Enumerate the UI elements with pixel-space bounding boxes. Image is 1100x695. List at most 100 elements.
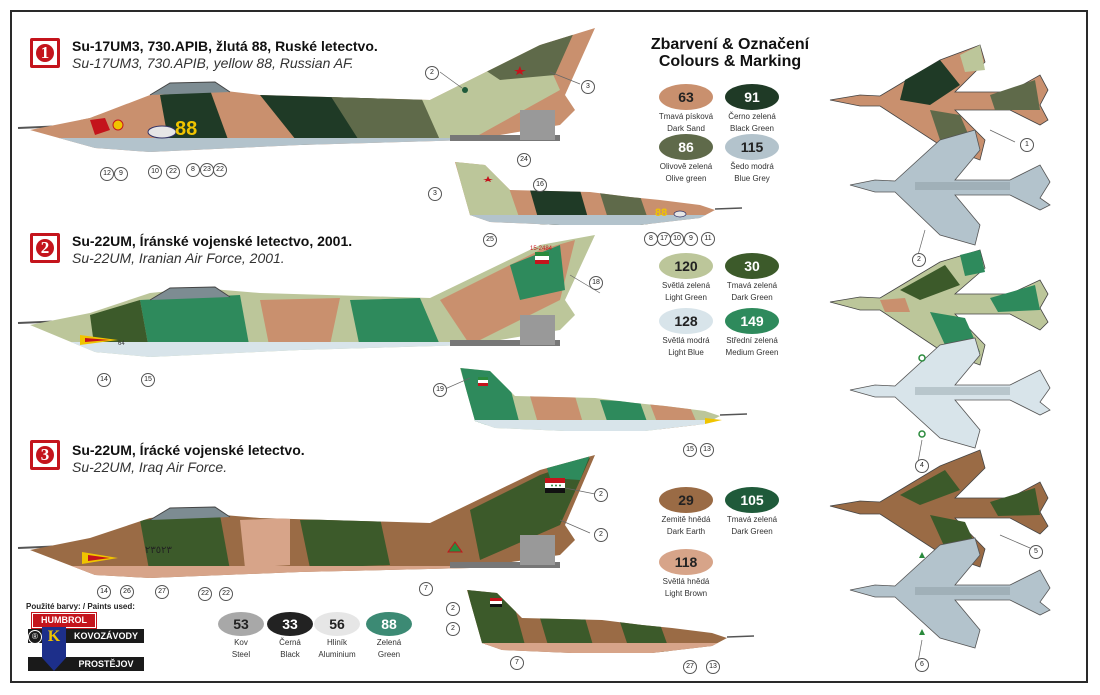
decal-callout: 10: [148, 165, 162, 179]
decal-callout: 4: [915, 459, 929, 473]
decal-callout: 19: [433, 383, 447, 397]
decal-callout: 14: [97, 585, 111, 599]
planform-2-bottom: [849, 337, 1051, 449]
paint-swatch: 105: [725, 487, 779, 513]
scheme3-subtitle: Su-22UM, Iraq Air Force.: [72, 459, 228, 475]
bottom-paint-chip: 88 Zelená Green: [354, 612, 424, 660]
scheme3-number: 3: [40, 445, 50, 464]
paint-swatch: 120: [659, 253, 713, 279]
decal-callout: 22: [219, 587, 233, 601]
scheme3-badge: 3: [30, 440, 60, 470]
paint-name-cz: Šedo modrá: [730, 162, 774, 171]
decal-callout: 1: [1020, 138, 1034, 152]
paints-used-label: Použité barvy: / Paints used:: [26, 602, 135, 611]
s2-tail-serial: 15-2484: [530, 246, 553, 252]
paint-name-en: Medium Green: [725, 348, 779, 357]
shield-k-letter: K: [47, 628, 61, 645]
paint-name-cz: Černá: [279, 638, 301, 647]
paint-swatch: 33: [267, 612, 313, 636]
paint-name-en: Green: [377, 650, 401, 659]
paint-swatch: 29: [659, 487, 713, 513]
decal-callout: 22: [198, 587, 212, 601]
page-frame: [10, 10, 1088, 683]
decal-callout: 3: [428, 187, 442, 201]
decal-callout: 9: [684, 232, 698, 246]
planform-3-bottom: [849, 537, 1051, 649]
scheme2-number: 2: [40, 238, 50, 257]
paint-name-en: Steel: [231, 650, 251, 659]
scheme3-title: Su-22UM, Írácké vojenské letectvo.: [72, 442, 305, 458]
paint-chip: 63 Tmavá písková Dark Sand: [631, 84, 741, 134]
decal-callout: 8: [644, 232, 658, 246]
decal-callout: 24: [517, 153, 531, 167]
paint-chip: 30 Tmavá zelená Dark Green: [697, 253, 807, 303]
scheme2-badge: 2: [30, 233, 60, 263]
paint-name-cz: Světlá modrá: [662, 336, 710, 345]
paint-swatch: 86: [659, 134, 713, 160]
bottom-paint-chip: 33 Černá Black: [255, 612, 325, 660]
decal-callout: 27: [155, 585, 169, 599]
decal-callout: 22: [166, 165, 180, 179]
paint-swatch: 118: [659, 549, 713, 575]
paint-name-cz: Černo zelená: [728, 112, 776, 121]
decal-callout: 26: [120, 585, 134, 599]
decal-callout: 2: [594, 488, 608, 502]
paint-swatch: 128: [659, 308, 713, 334]
decal-callout: 16: [533, 178, 547, 192]
paint-name-cz: Hliník: [326, 638, 347, 647]
decal-callout: 22: [213, 163, 227, 177]
decal-callout: 23: [200, 163, 214, 177]
paint-swatch: 88: [366, 612, 412, 636]
paint-swatch: 30: [725, 253, 779, 279]
s3-arabic-serial: ٢٣٥٢٣: [145, 545, 172, 556]
paint-name-en: Aluminium: [318, 650, 356, 659]
decal-callout: 13: [706, 660, 720, 674]
decal-callout: 2: [446, 602, 460, 616]
paint-swatch: 115: [725, 134, 779, 160]
colours-heading-cz: Zbarvení & Označení: [650, 36, 810, 53]
paint-chip: 115 Šedo modrá Blue Grey: [697, 134, 807, 184]
decal-callout: 14: [97, 373, 111, 387]
paint-name-cz: Zelená: [376, 638, 402, 647]
humbrol-logo: HUMBROL: [31, 612, 97, 629]
paint-name-cz: Střední zelená: [726, 336, 778, 345]
decal-callout: 15: [683, 443, 697, 457]
s2-nose-code: 64: [118, 341, 125, 347]
scheme1-title: Su-17UM3, 730.APIB, žlutá 88, Ruské lete…: [72, 38, 378, 54]
scheme2-small-profile: [460, 368, 748, 431]
paint-chip: 91 Černo zelená Black Green: [697, 84, 807, 134]
paint-chip: 120 Světlá zelená Light Green: [631, 253, 741, 303]
decal-callout: 11: [701, 232, 715, 246]
paint-name-en: Dark Green: [731, 293, 773, 302]
paint-name-en: Black Green: [729, 124, 775, 133]
s1-side-number: 88: [175, 118, 197, 140]
decal-callout: 3: [581, 80, 595, 94]
paint-name-cz: Olivově zelená: [659, 162, 713, 171]
paint-chip: 105 Tmavá zelená Dark Green: [697, 487, 807, 537]
decal-callout: 27: [683, 660, 697, 674]
decal-callout: 9: [114, 167, 128, 181]
paint-name-cz: Tmavá zelená: [726, 515, 778, 524]
paint-name-en: Dark Earth: [666, 527, 706, 536]
paint-name-cz: Kov: [234, 638, 248, 647]
scheme2-title: Su-22UM, Íránské vojenské letectvo, 2001…: [72, 233, 353, 249]
bottom-paint-chip: 56 Hliník Aluminium: [302, 612, 372, 660]
leader-lines: [439, 71, 1031, 663]
paint-name-en: Dark Sand: [667, 124, 705, 133]
paint-name-cz: Zemitě hnědá: [661, 515, 711, 524]
paint-name-en: Light Brown: [664, 589, 708, 598]
decal-callout: 2: [912, 253, 926, 267]
colours-heading-en: Colours & Marking: [658, 53, 802, 70]
paint-chip: 128 Světlá modrá Light Blue: [631, 308, 741, 358]
paint-swatch: 56: [314, 612, 360, 636]
planform-1-bottom: [849, 129, 1051, 246]
decal-callout: 18: [589, 276, 603, 290]
scheme1-badge: 1: [30, 38, 60, 68]
scheme2-subtitle: Su-22UM, Iranian Air Force, 2001.: [72, 250, 285, 266]
kovozavody-text: KOVOZÁVODY: [73, 631, 138, 641]
paint-name-en: Light Blue: [668, 348, 704, 357]
paint-name-cz: Tmavá zelená: [726, 281, 778, 290]
prostejov-text: PROSTĚJOV: [78, 659, 134, 669]
decal-callout: 7: [419, 582, 433, 596]
decal-callout: 17: [657, 232, 671, 246]
